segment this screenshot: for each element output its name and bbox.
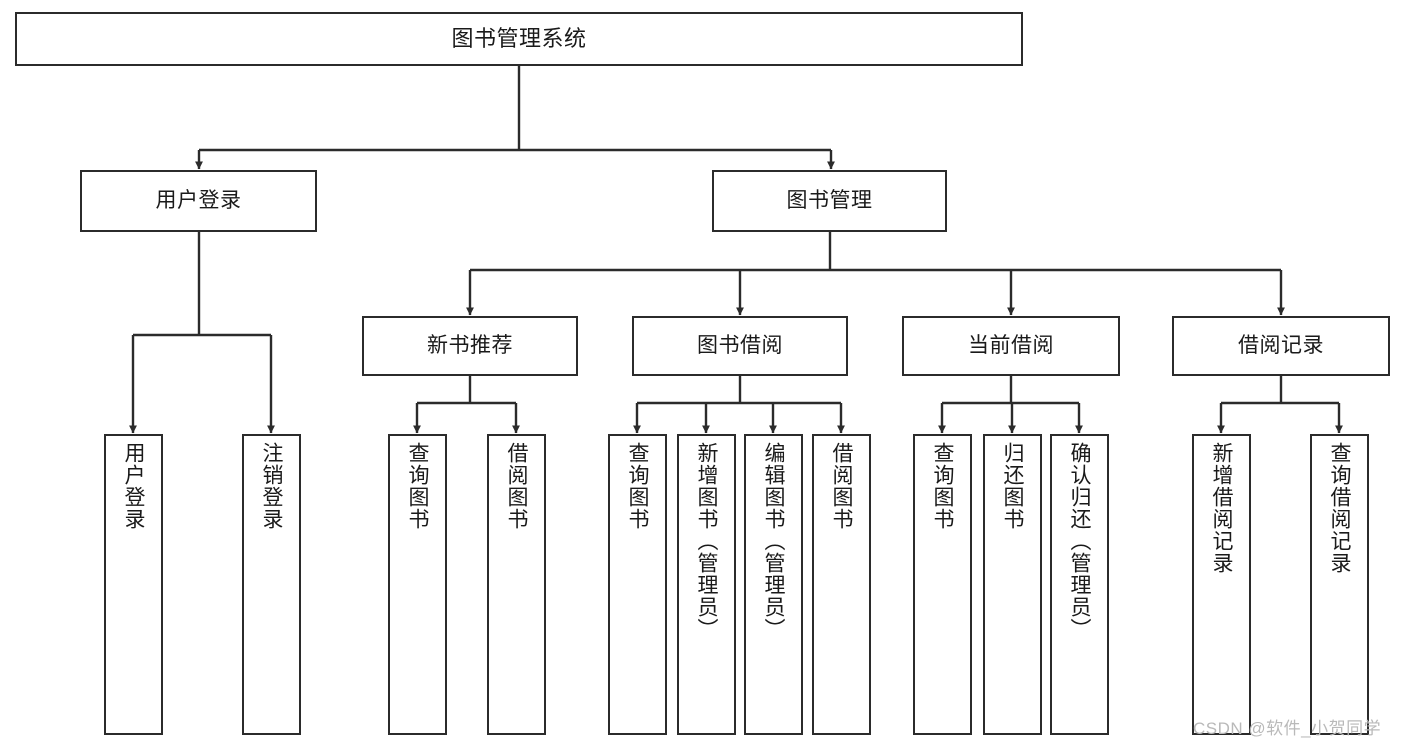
node-leaf-query-book-3[interactable]: 查询图书 <box>913 434 972 735</box>
node-borrow-record[interactable]: 借阅记录 <box>1172 316 1390 376</box>
node-label: 图书借阅 <box>697 333 783 357</box>
node-leaf-query-book-2[interactable]: 查询图书 <box>608 434 667 735</box>
node-book-borrow[interactable]: 图书借阅 <box>632 316 848 376</box>
node-leaf-add-record[interactable]: 新增借阅记录 <box>1192 434 1251 735</box>
node-root[interactable]: 图书管理系统 <box>15 12 1023 66</box>
node-new-book-rec[interactable]: 新书推荐 <box>362 316 578 376</box>
node-label: 查询图书 <box>931 442 955 530</box>
node-label: 归还图书 <box>1001 442 1025 530</box>
node-leaf-user-login[interactable]: 用户登录 <box>104 434 163 735</box>
node-label: 借阅图书 <box>505 442 529 530</box>
node-label: 借阅记录 <box>1238 333 1324 357</box>
edges <box>129 66 1343 434</box>
node-current-borrow[interactable]: 当前借阅 <box>902 316 1120 376</box>
node-leaf-query-record[interactable]: 查询借阅记录 <box>1310 434 1369 735</box>
node-leaf-return-book[interactable]: 归还图书 <box>983 434 1042 735</box>
node-label: 图书管理系统 <box>451 26 587 52</box>
node-book-manage[interactable]: 图书管理 <box>712 170 947 232</box>
node-label: 编辑图书（管理员） <box>762 442 786 640</box>
node-label: 查询借阅记录 <box>1328 442 1352 574</box>
node-label: 查询图书 <box>626 442 650 530</box>
node-label: 用户登录 <box>122 442 146 530</box>
node-label: 确认归还（管理员） <box>1068 442 1092 640</box>
node-label: 新增图书（管理员） <box>695 442 719 640</box>
node-label: 用户登录 <box>155 188 242 212</box>
node-leaf-query-book-1[interactable]: 查询图书 <box>388 434 447 735</box>
node-leaf-logout[interactable]: 注销登录 <box>242 434 301 735</box>
node-leaf-borrow-book-1[interactable]: 借阅图书 <box>487 434 546 735</box>
node-label: 借阅图书 <box>830 442 854 530</box>
node-label: 注销登录 <box>260 442 284 530</box>
node-leaf-borrow-book-2[interactable]: 借阅图书 <box>812 434 871 735</box>
node-label: 新增借阅记录 <box>1210 442 1234 574</box>
node-label: 新书推荐 <box>427 333 513 357</box>
node-label: 图书管理 <box>786 188 873 212</box>
node-leaf-add-book[interactable]: 新增图书（管理员） <box>677 434 736 735</box>
node-label: 当前借阅 <box>968 333 1054 357</box>
node-label: 查询图书 <box>406 442 430 530</box>
node-leaf-confirm-return[interactable]: 确认归还（管理员） <box>1050 434 1109 735</box>
node-leaf-edit-book[interactable]: 编辑图书（管理员） <box>744 434 803 735</box>
node-user-login[interactable]: 用户登录 <box>80 170 317 232</box>
